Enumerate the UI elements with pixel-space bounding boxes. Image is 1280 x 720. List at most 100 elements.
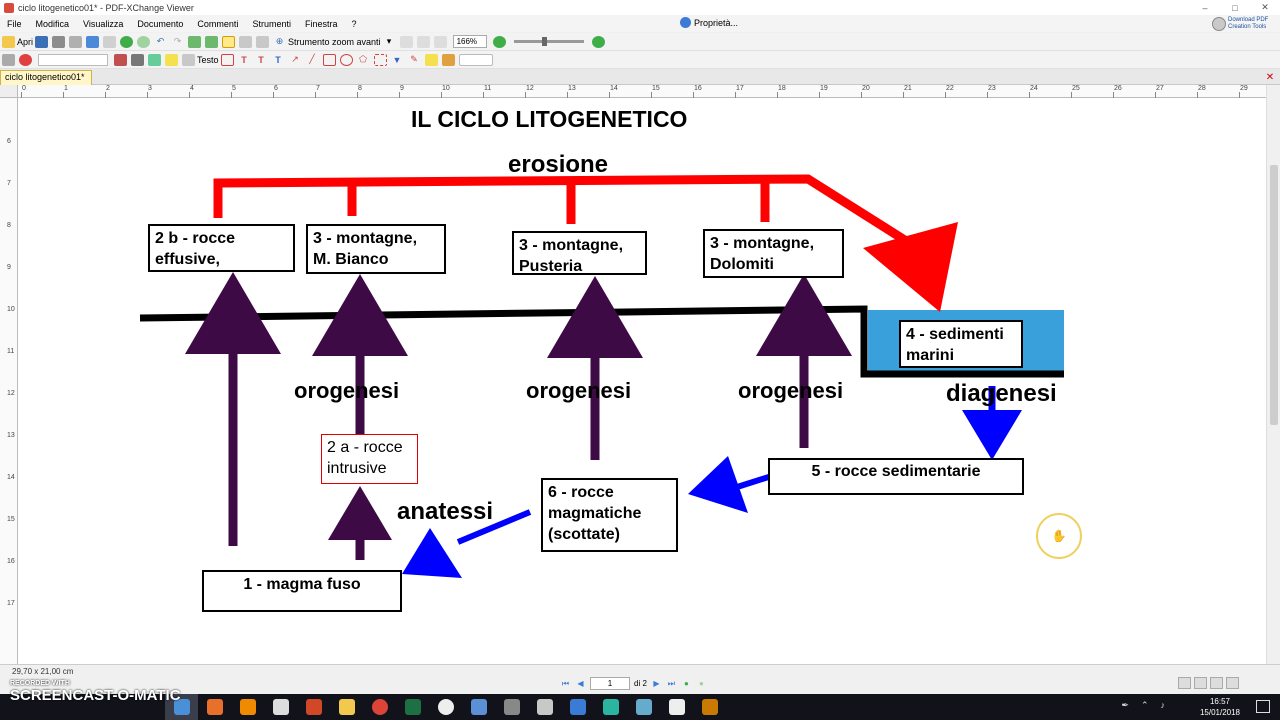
close-window-button[interactable]: ✕ xyxy=(1261,2,1269,12)
taskbar-calculator[interactable] xyxy=(495,694,528,720)
text-underline-icon[interactable]: T xyxy=(275,54,281,65)
minimize-button[interactable]: – xyxy=(1202,2,1208,13)
volume-icon[interactable]: ♪ xyxy=(1160,700,1166,710)
download-pdf-button[interactable]: Download PDF Creation Tools xyxy=(1212,14,1278,34)
continuous-view-icon[interactable] xyxy=(1194,677,1207,689)
search-input[interactable] xyxy=(38,53,108,66)
select-text-icon[interactable] xyxy=(239,35,253,48)
line-icon[interactable]: ╱ xyxy=(309,54,315,64)
view-icon[interactable] xyxy=(2,53,15,66)
scan-icon[interactable] xyxy=(69,35,83,48)
properties-doc-icon[interactable] xyxy=(103,35,117,48)
facing-view-icon[interactable] xyxy=(1210,677,1223,689)
eraser-icon[interactable] xyxy=(441,53,455,66)
menu-modifica[interactable]: Modifica xyxy=(35,18,70,29)
menu-visualizza[interactable]: Visualizza xyxy=(83,18,124,29)
rectangle-icon[interactable] xyxy=(322,53,336,66)
taskbar-excel[interactable] xyxy=(396,694,429,720)
typewriter-icon[interactable]: T xyxy=(241,54,247,65)
forward-icon[interactable] xyxy=(137,35,151,48)
highlighter-icon[interactable] xyxy=(424,53,438,66)
rotate-right-icon[interactable] xyxy=(205,35,219,48)
actual-size-icon[interactable] xyxy=(433,35,447,48)
callout-icon[interactable] xyxy=(220,53,234,66)
text-tool-label[interactable]: Testo xyxy=(197,54,219,65)
properties-button[interactable]: Proprietà... xyxy=(680,17,738,28)
first-page-icon[interactable]: ⏮ xyxy=(561,678,570,688)
rotate-left-icon[interactable] xyxy=(188,35,202,48)
close-tab-button[interactable]: ✕ xyxy=(1265,71,1275,83)
taskbar-network[interactable] xyxy=(462,694,495,720)
attach-icon[interactable] xyxy=(148,53,161,66)
back-icon[interactable] xyxy=(120,35,134,48)
taskbar-app-a[interactable] xyxy=(594,694,627,720)
stamp-icon[interactable] xyxy=(114,53,127,66)
menu-documento[interactable]: Documento xyxy=(137,18,184,29)
zoom-in-icon[interactable]: ⊕ xyxy=(275,36,284,46)
chevron-down-icon[interactable]: ▾ xyxy=(386,36,392,46)
text-strike-icon[interactable]: T xyxy=(258,54,264,65)
scrollbar-thumb[interactable] xyxy=(1270,165,1278,425)
menu-commenti[interactable]: Commenti xyxy=(197,18,239,29)
zoom-slider[interactable] xyxy=(513,37,584,46)
prev-page-icon[interactable]: ◀ xyxy=(577,679,584,688)
taskbar-7zip[interactable] xyxy=(264,694,297,720)
arrow-icon[interactable]: ↗ xyxy=(291,54,299,64)
taskbar-vlc[interactable] xyxy=(231,694,264,720)
continuous-facing-view-icon[interactable] xyxy=(1226,677,1239,689)
snapshot-icon[interactable] xyxy=(256,35,270,48)
system-clock[interactable]: 16:57 15/01/2018 xyxy=(1199,697,1240,717)
maximize-button[interactable]: □ xyxy=(1232,2,1238,13)
menu-file[interactable]: File xyxy=(7,18,22,29)
print-icon[interactable] xyxy=(52,35,66,48)
taskbar-notepad[interactable] xyxy=(528,694,561,720)
open-button-label[interactable]: Apri xyxy=(17,36,34,47)
pen-tray-icon[interactable]: ✒ xyxy=(1121,700,1129,710)
zoom-plus-icon[interactable] xyxy=(591,35,605,48)
taskbar-pdf-xchange[interactable] xyxy=(198,694,231,720)
nav-back-icon[interactable]: ● xyxy=(683,679,689,688)
cloud-icon[interactable] xyxy=(373,53,387,66)
document-tab[interactable]: ciclo litogenetico01* xyxy=(0,70,92,85)
taskbar-app-orange[interactable] xyxy=(693,694,726,720)
taskbar-panda[interactable] xyxy=(429,694,462,720)
taskbar-control-panel[interactable] xyxy=(561,694,594,720)
pencil-icon[interactable]: ✎ xyxy=(410,54,418,64)
fit-page-icon[interactable] xyxy=(399,35,413,48)
nav-forward-icon[interactable]: ● xyxy=(698,679,704,688)
taskbar-mail[interactable] xyxy=(660,694,693,720)
polygon-icon[interactable]: ⬠ xyxy=(359,54,367,64)
next-page-icon[interactable]: ▶ xyxy=(653,679,660,688)
vertical-scrollbar[interactable] xyxy=(1266,85,1280,664)
fit-width-icon[interactable] xyxy=(416,35,430,48)
oval-icon[interactable] xyxy=(339,53,353,66)
taskbar-folder[interactable] xyxy=(330,694,363,720)
tray-expand-icon[interactable]: ⌃ xyxy=(1140,700,1149,710)
zoom-level-input[interactable]: 166% xyxy=(452,35,487,48)
save-icon[interactable] xyxy=(35,35,49,48)
stop-icon[interactable] xyxy=(19,53,32,66)
pin-icon[interactable]: ▼ xyxy=(392,54,402,65)
zoom-out-icon[interactable] xyxy=(492,35,506,48)
pen-icon[interactable] xyxy=(131,53,144,66)
undo-icon[interactable]: ↶ xyxy=(156,36,165,46)
email-icon[interactable] xyxy=(86,35,100,48)
notification-icon[interactable] xyxy=(1256,700,1270,713)
signature-icon[interactable] xyxy=(458,53,493,66)
taskbar-paint[interactable] xyxy=(627,694,660,720)
text-box-icon[interactable] xyxy=(182,53,195,66)
sticky-note-icon[interactable] xyxy=(165,53,178,66)
last-page-icon[interactable]: ⏭ xyxy=(667,678,675,688)
taskbar-powerpoint[interactable] xyxy=(297,694,330,720)
menu-finestra[interactable]: Finestra xyxy=(304,18,338,29)
single-page-view-icon[interactable] xyxy=(1178,677,1191,689)
zoom-tool-label[interactable]: Strumento zoom avanti xyxy=(288,36,381,47)
redo-icon[interactable]: ↷ xyxy=(173,36,182,46)
open-folder-icon[interactable] xyxy=(2,35,15,48)
hand-tool-icon[interactable] xyxy=(222,35,236,48)
menu-strumenti[interactable]: Strumenti xyxy=(252,18,291,29)
page-number-input[interactable]: 1 xyxy=(590,677,630,690)
menu-help[interactable]: ? xyxy=(351,18,357,29)
taskbar-explorer[interactable] xyxy=(165,694,198,720)
taskbar-chrome[interactable] xyxy=(363,694,396,720)
